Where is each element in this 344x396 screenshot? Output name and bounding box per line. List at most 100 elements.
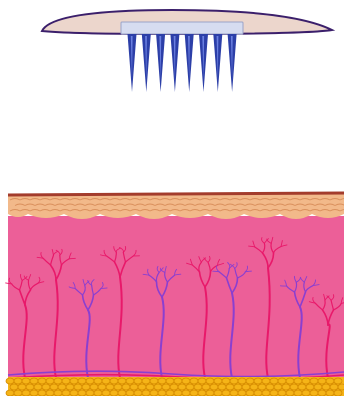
fat-cell bbox=[34, 384, 42, 390]
fat-cell bbox=[22, 378, 30, 384]
fat-cell bbox=[10, 384, 18, 390]
fat-cell bbox=[74, 384, 82, 390]
fat-cell bbox=[118, 378, 126, 384]
fat-cell bbox=[158, 390, 166, 396]
fat-cell bbox=[150, 390, 158, 396]
fat-cell bbox=[42, 384, 50, 390]
fat-cell bbox=[298, 384, 306, 390]
fat-cell bbox=[106, 384, 114, 390]
fat-cell bbox=[54, 390, 62, 396]
fat-cell bbox=[222, 390, 230, 396]
fat-cell bbox=[294, 378, 302, 384]
fat-cell bbox=[254, 390, 262, 396]
needle-array bbox=[128, 34, 237, 92]
fat-cell bbox=[274, 384, 282, 390]
fat-cell bbox=[218, 384, 226, 390]
fat-cell bbox=[302, 390, 310, 396]
fat-cell bbox=[182, 378, 190, 384]
fat-cell bbox=[110, 378, 118, 384]
fat-cell bbox=[262, 390, 270, 396]
fat-cell bbox=[90, 384, 98, 390]
fat-cell bbox=[174, 390, 182, 396]
epidermis-layer bbox=[8, 193, 344, 219]
fat-cell bbox=[102, 390, 110, 396]
fat-cell bbox=[142, 378, 150, 384]
fat-cell bbox=[242, 384, 250, 390]
fat-cell bbox=[130, 384, 138, 390]
fat-cell bbox=[222, 378, 230, 384]
fat-cell bbox=[326, 378, 334, 384]
fat-cell bbox=[122, 384, 130, 390]
fat-cell bbox=[198, 378, 206, 384]
fat-cell bbox=[262, 378, 270, 384]
fat-cell bbox=[146, 384, 154, 390]
fat-cell bbox=[198, 390, 206, 396]
fat-cell bbox=[6, 378, 14, 384]
fat-cell bbox=[214, 378, 222, 384]
fat-cell bbox=[206, 390, 214, 396]
fat-cell bbox=[246, 390, 254, 396]
fat-cell bbox=[186, 384, 194, 390]
skin-cross-section bbox=[6, 193, 344, 396]
fat-cell bbox=[234, 384, 242, 390]
fat-cell bbox=[94, 390, 102, 396]
fat-cell bbox=[178, 384, 186, 390]
fat-cell bbox=[46, 378, 54, 384]
fat-cell bbox=[126, 390, 134, 396]
fat-cells bbox=[6, 378, 344, 396]
fat-cell bbox=[250, 384, 258, 390]
fat-cell bbox=[58, 384, 66, 390]
fat-cell bbox=[302, 378, 310, 384]
fat-cell bbox=[286, 390, 294, 396]
fat-cell bbox=[78, 378, 86, 384]
fat-cell bbox=[286, 378, 294, 384]
fat-cell bbox=[14, 378, 22, 384]
fat-cell bbox=[70, 390, 78, 396]
fat-cell bbox=[318, 378, 326, 384]
fat-cell bbox=[306, 384, 314, 390]
fat-cell bbox=[230, 390, 238, 396]
fat-cell bbox=[190, 390, 198, 396]
fat-cell bbox=[142, 390, 150, 396]
fat-cell bbox=[238, 378, 246, 384]
fat-cell bbox=[174, 378, 182, 384]
fat-cell bbox=[154, 384, 162, 390]
fat-cell bbox=[98, 384, 106, 390]
fat-cell bbox=[310, 390, 318, 396]
fat-cell bbox=[194, 384, 202, 390]
fat-cell bbox=[70, 378, 78, 384]
fat-cell bbox=[162, 384, 170, 390]
fat-cell bbox=[282, 384, 290, 390]
backing-plate bbox=[121, 22, 243, 34]
fat-cell bbox=[226, 384, 234, 390]
fat-cell bbox=[6, 390, 14, 396]
fat-cell bbox=[278, 378, 286, 384]
fat-cell bbox=[166, 390, 174, 396]
fat-cell bbox=[62, 378, 70, 384]
microneedle-patch bbox=[42, 10, 332, 92]
fat-cell bbox=[190, 378, 198, 384]
fat-cell bbox=[318, 390, 326, 396]
fat-cell bbox=[150, 378, 158, 384]
fat-cell bbox=[202, 384, 210, 390]
fat-cell bbox=[126, 378, 134, 384]
fat-cell bbox=[118, 390, 126, 396]
fat-cell bbox=[338, 384, 344, 390]
fat-cell bbox=[330, 384, 338, 390]
fat-cell bbox=[206, 378, 214, 384]
fat-cell bbox=[166, 378, 174, 384]
fat-cell bbox=[230, 378, 238, 384]
fat-cell bbox=[270, 378, 278, 384]
fat-cell bbox=[314, 384, 322, 390]
fat-cell bbox=[62, 390, 70, 396]
fat-cell bbox=[326, 390, 334, 396]
fat-cell bbox=[294, 390, 302, 396]
fat-cell bbox=[86, 378, 94, 384]
fat-cell bbox=[110, 390, 118, 396]
fat-cell bbox=[334, 390, 342, 396]
fat-cell bbox=[46, 390, 54, 396]
fat-cell bbox=[290, 384, 298, 390]
fat-cell bbox=[102, 378, 110, 384]
fat-cell bbox=[238, 390, 246, 396]
